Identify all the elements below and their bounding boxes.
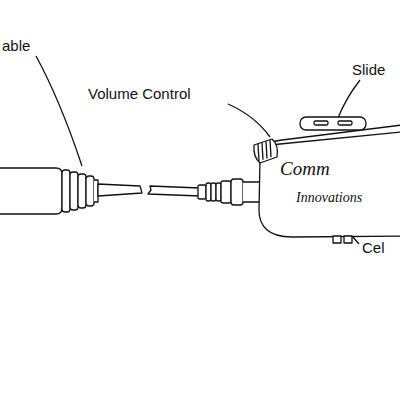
part-label: Volume Control [88,86,191,103]
cell-jack [344,236,352,243]
part-label: able [2,38,30,55]
slide-mark [314,121,328,125]
leader-line [36,56,82,166]
housing-edge [270,131,400,145]
housing-body [259,124,400,237]
knob-groove [270,140,271,157]
slide-switch [300,117,366,130]
knob-groove [258,144,259,161]
cable-connector [198,179,260,205]
plug-barrel [0,168,62,214]
brand-logo-text: Comm [280,159,330,178]
part-label: Cel [362,240,385,257]
device-housing: CommInnovations [252,115,400,240]
part-label: Slide [352,62,385,79]
brand-logo-text: Innovations [296,191,362,205]
cable [148,186,200,196]
knob-groove [266,141,267,158]
volume-knob [254,139,278,163]
strain-relief [62,170,98,212]
knob-groove [262,143,263,160]
leader-line [228,104,270,137]
leader-line [338,80,360,118]
cell-jack [333,236,341,243]
leader-line [352,236,359,244]
cable [98,184,142,196]
slide-mark [338,121,352,125]
